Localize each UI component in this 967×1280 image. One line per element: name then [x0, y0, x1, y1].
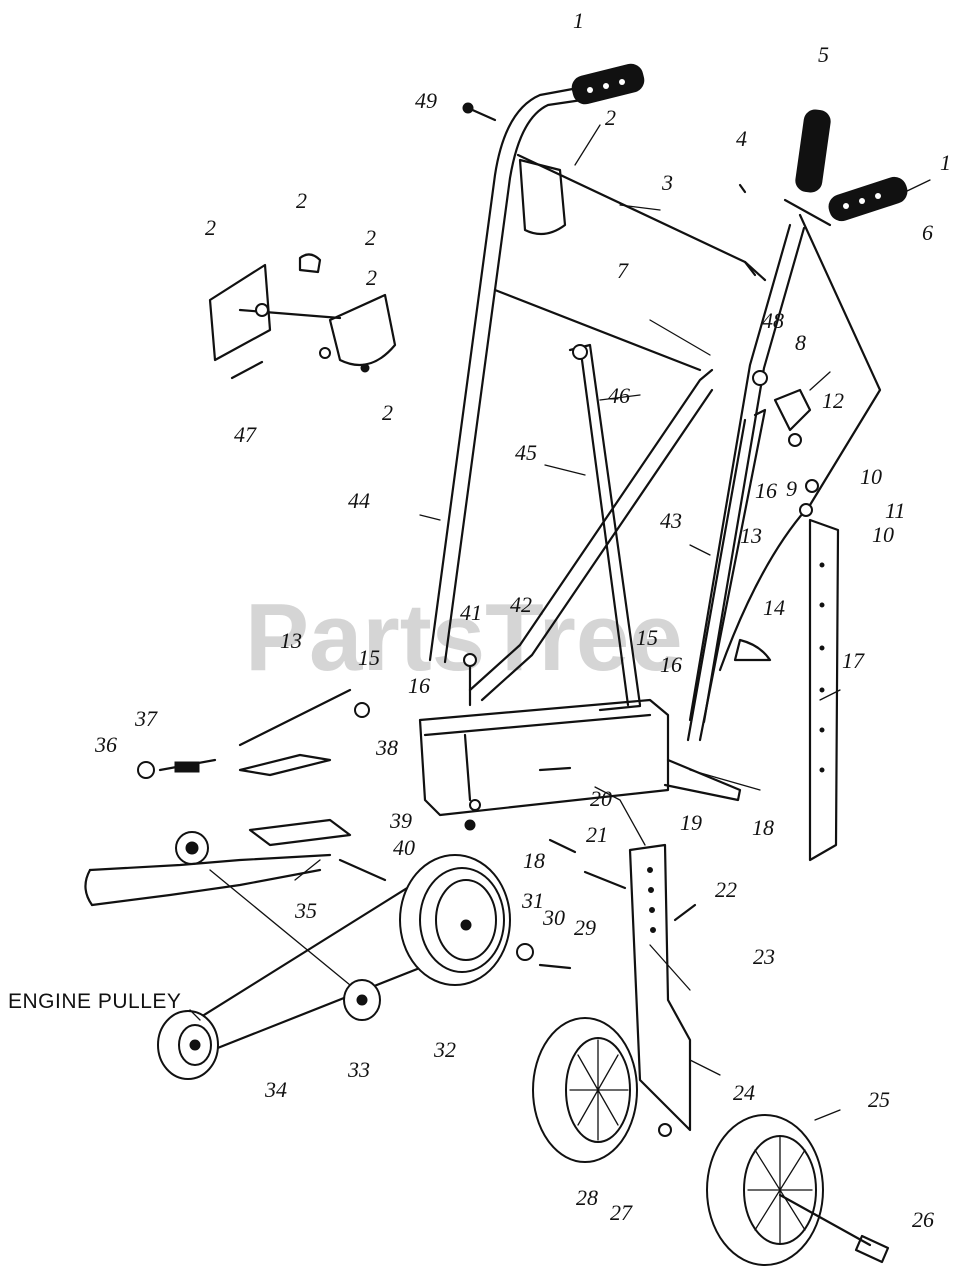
- detail-cluster: [208, 183, 747, 380]
- callout: 13: [280, 628, 302, 653]
- callout: 18: [523, 848, 545, 873]
- callout: 43: [660, 508, 682, 533]
- left-linkage: [84, 688, 387, 986]
- engine-pulley: [157, 1010, 219, 1080]
- callout: 24: [733, 1080, 755, 1105]
- engine-pulley-label: ENGINE PULLEY: [8, 990, 181, 1013]
- callout: 31: [521, 888, 544, 913]
- callout: 27: [610, 1200, 633, 1225]
- callout: 16: [755, 478, 777, 503]
- right-wheel: [706, 1114, 824, 1266]
- callout: 37: [134, 706, 158, 731]
- callout: 9: [786, 476, 797, 501]
- main-frame: [418, 653, 761, 890]
- callout: 2: [382, 400, 393, 425]
- callout: 22: [715, 877, 737, 902]
- callout: 44: [348, 488, 370, 513]
- callout: 36: [94, 732, 117, 757]
- throttle-cable: [718, 213, 882, 672]
- callout: 7: [617, 258, 629, 283]
- callout: 5: [818, 42, 829, 67]
- callout: 10: [860, 464, 882, 489]
- callout: 26: [912, 1207, 934, 1232]
- callout: 33: [347, 1057, 370, 1082]
- callout: 45: [515, 440, 537, 465]
- callout: 6: [922, 220, 933, 245]
- callout: 12: [822, 388, 844, 413]
- callout: 41: [460, 600, 482, 625]
- deflector-plate: [808, 518, 840, 862]
- callout: 1: [940, 150, 951, 175]
- callout: 16: [408, 673, 430, 698]
- callout: 15: [636, 625, 658, 650]
- callout: 13: [740, 523, 762, 548]
- callout: 29: [574, 915, 596, 940]
- callout: 25: [868, 1087, 890, 1112]
- callout: 1: [573, 8, 584, 33]
- idler-pulley: [343, 979, 381, 1021]
- callout: 49: [415, 88, 437, 113]
- callout: 8: [795, 330, 806, 355]
- callout: 23: [753, 944, 775, 969]
- handle-assembly: [428, 63, 908, 742]
- callout: 47: [234, 422, 257, 447]
- callout: 2: [296, 188, 307, 213]
- callout: 14: [763, 595, 785, 620]
- callout: 46: [608, 383, 630, 408]
- callout: 28: [576, 1185, 598, 1210]
- callout: 38: [375, 735, 398, 760]
- callout: 2: [366, 265, 377, 290]
- callout: 11: [885, 498, 905, 523]
- drive-belt: [157, 854, 511, 1080]
- callout: 40: [393, 835, 415, 860]
- callout: 42: [510, 592, 532, 617]
- callouts: 1 49 2 3 5 4 1 6 7 48 8 12 46 45 16 9 10…: [94, 8, 951, 1232]
- large-pulley: [399, 854, 511, 986]
- callout: 16: [660, 652, 682, 677]
- callout: 39: [389, 808, 412, 833]
- right-grip: [828, 176, 908, 222]
- callout: 15: [358, 645, 380, 670]
- callout: 2: [605, 105, 616, 130]
- callout: 34: [264, 1077, 287, 1102]
- callout: 32: [433, 1037, 456, 1062]
- callout: 2: [365, 225, 376, 250]
- callout: 48: [762, 308, 784, 333]
- callout: 3: [661, 170, 673, 195]
- watermark-text: PartsTree: [245, 584, 683, 691]
- callout: 18: [752, 815, 774, 840]
- callout: 30: [542, 905, 565, 930]
- callout: 19: [680, 810, 702, 835]
- control-lever: [783, 109, 832, 227]
- leader-lines: [294, 124, 931, 1121]
- wheel-assembly: [516, 843, 890, 1266]
- callout: 10: [872, 522, 894, 547]
- callout: 20: [590, 786, 612, 811]
- callout: 35: [294, 898, 317, 923]
- callout: 2: [205, 215, 216, 240]
- left-wheel: [532, 1017, 638, 1163]
- callout: 21: [586, 822, 608, 847]
- callout: 17: [842, 648, 865, 673]
- callout: 4: [736, 126, 747, 151]
- left-grip: [571, 63, 645, 105]
